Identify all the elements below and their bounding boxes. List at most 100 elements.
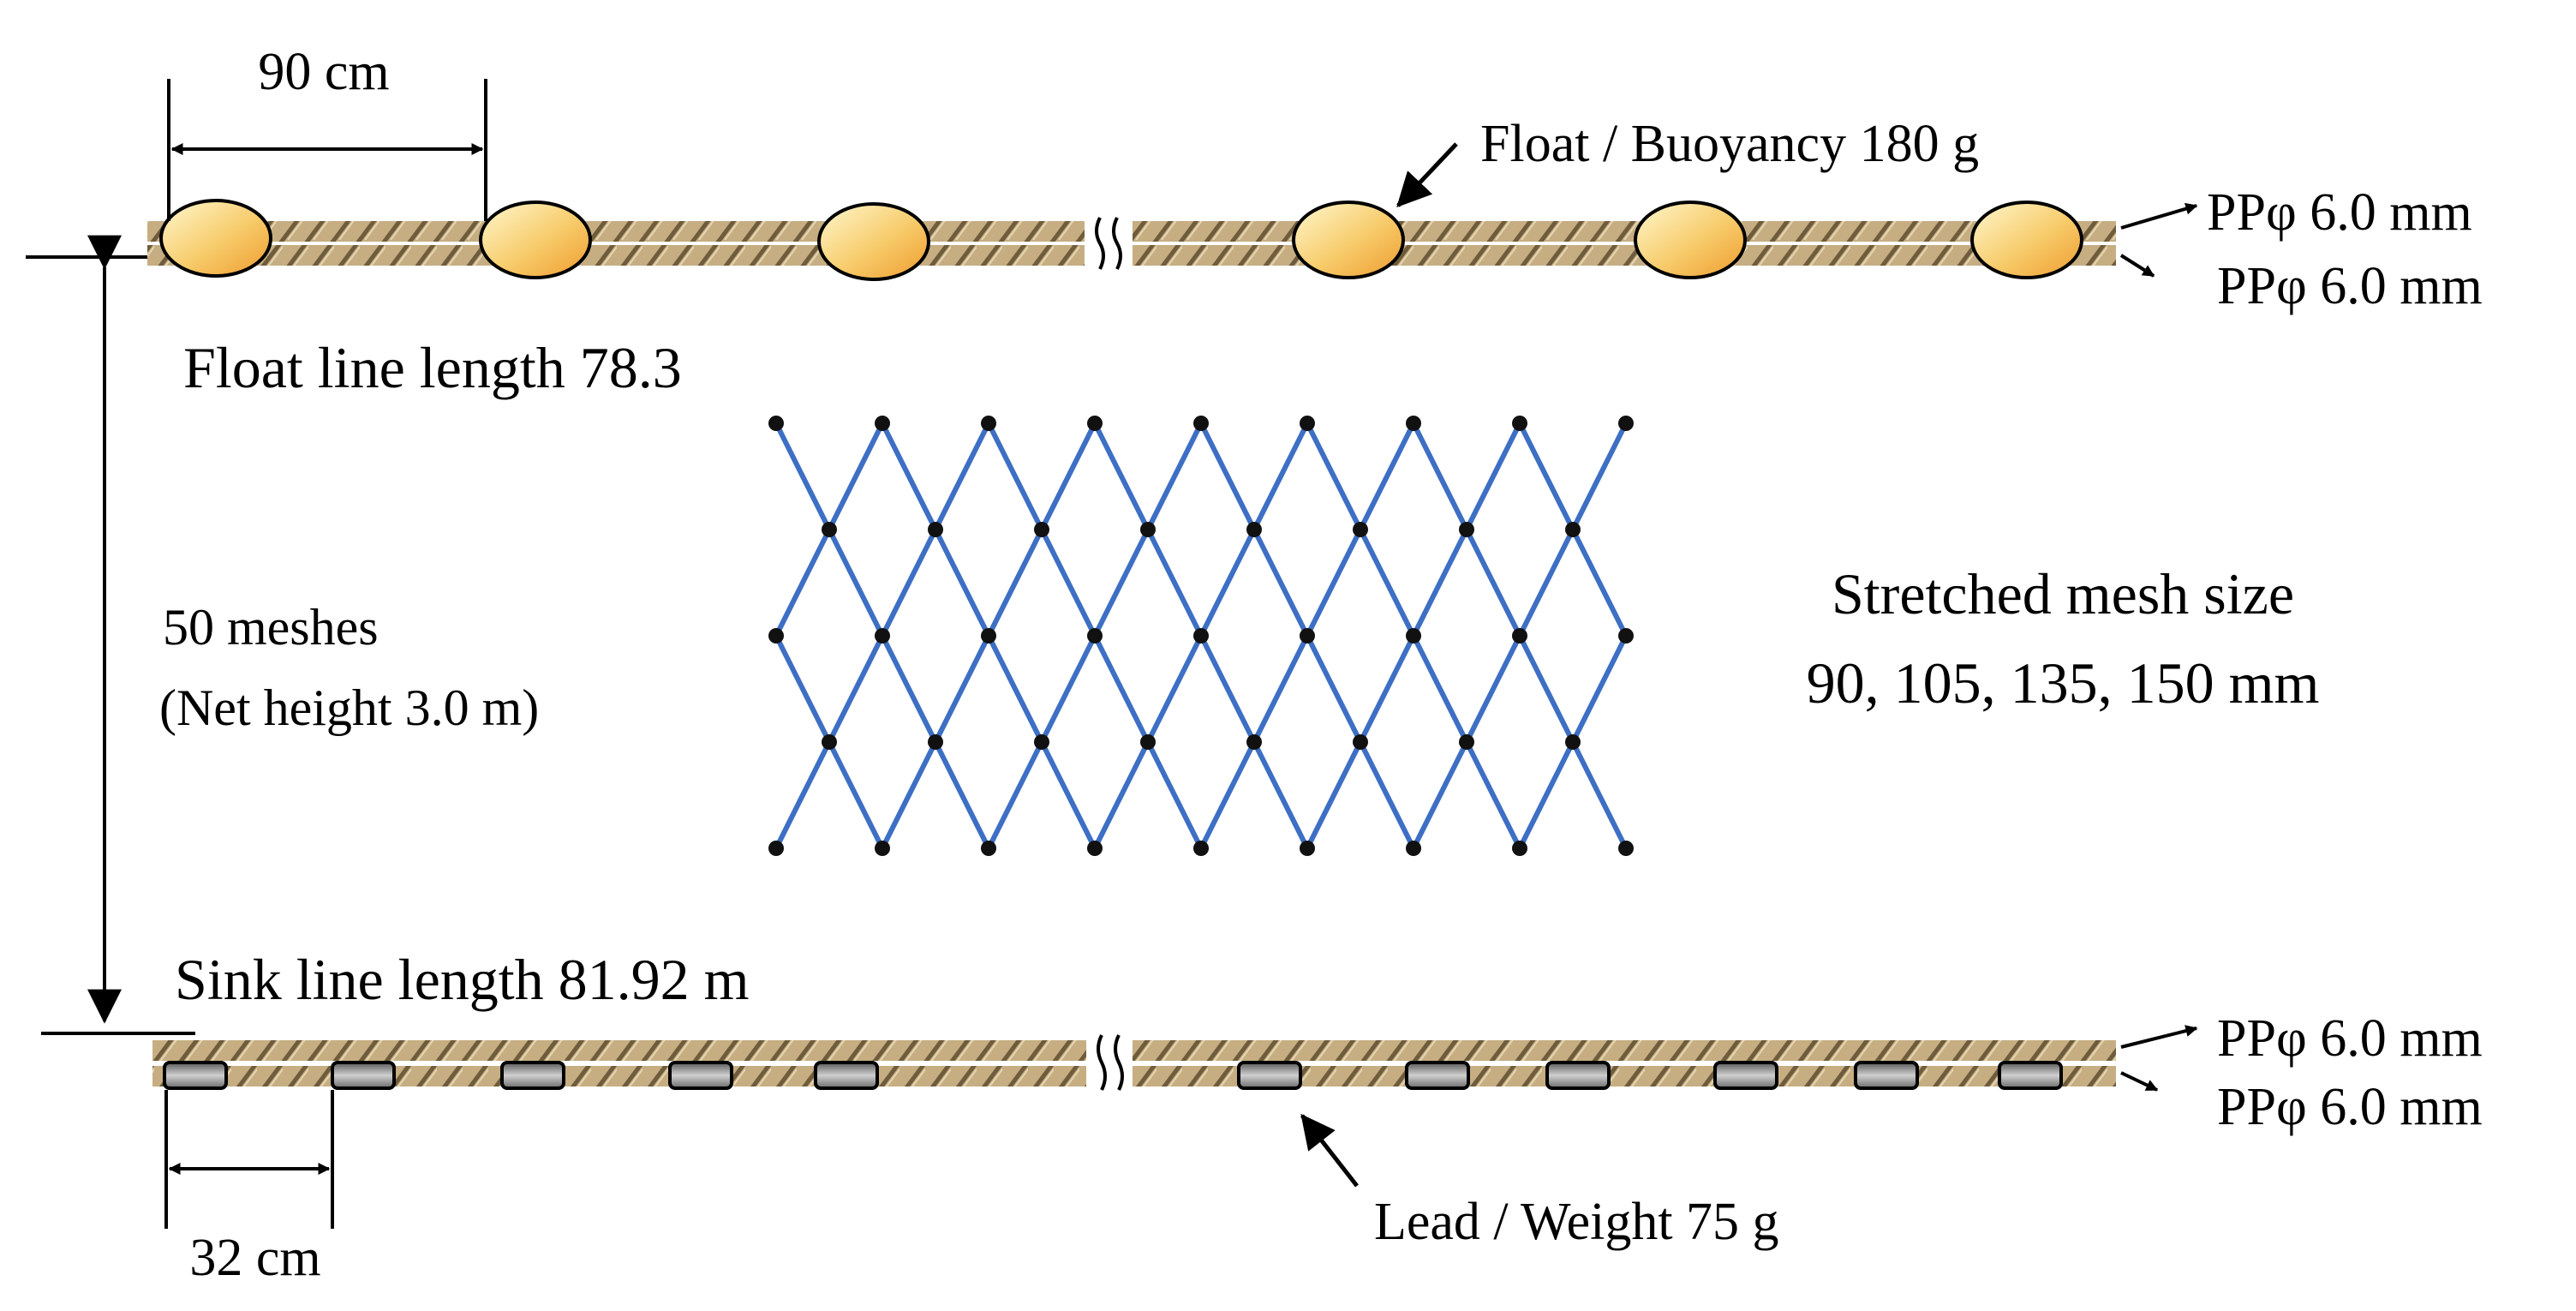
mesh-knot bbox=[1034, 522, 1049, 537]
mesh-twine bbox=[1517, 740, 1575, 850]
mesh-knot bbox=[1034, 734, 1049, 750]
mesh-knot bbox=[1459, 522, 1474, 537]
mesh-knot bbox=[1618, 628, 1634, 644]
mesh-knot bbox=[1512, 416, 1527, 431]
mesh-twine bbox=[1145, 528, 1204, 638]
lead-icon bbox=[1713, 1061, 1778, 1090]
mesh-knot bbox=[1353, 522, 1368, 537]
mesh-twine bbox=[1305, 740, 1363, 850]
mesh-twine bbox=[1464, 740, 1522, 850]
mesh-knot bbox=[1140, 522, 1156, 537]
lead-icon bbox=[500, 1061, 565, 1090]
mesh-twine bbox=[1570, 634, 1629, 744]
mesh-twine bbox=[1358, 740, 1416, 850]
mesh-size-title: Stretched mesh size bbox=[1832, 561, 2294, 626]
mesh-twine bbox=[1570, 422, 1629, 531]
mesh-twine bbox=[1252, 422, 1310, 531]
float-icon bbox=[1292, 201, 1405, 279]
sink-rope-lower bbox=[152, 1066, 1086, 1087]
mesh-knot bbox=[1193, 628, 1209, 644]
mesh-knot bbox=[1353, 734, 1368, 750]
mesh-knot bbox=[822, 734, 837, 750]
mesh-twine bbox=[1198, 422, 1257, 531]
mesh-twine bbox=[933, 634, 991, 744]
mesh-twine bbox=[880, 740, 938, 850]
mesh-twine bbox=[986, 634, 1044, 744]
mesh-twine bbox=[880, 422, 938, 531]
mesh-twine bbox=[1570, 740, 1629, 850]
mesh-twine bbox=[827, 740, 885, 850]
float-icon bbox=[817, 202, 930, 281]
mesh-twine bbox=[1464, 422, 1522, 531]
net-mesh bbox=[768, 416, 1634, 856]
mesh-twine bbox=[1517, 634, 1575, 744]
mesh-twine bbox=[1411, 528, 1469, 638]
float-line-top-arrow bbox=[2120, 202, 2198, 230]
mesh-knot bbox=[981, 841, 996, 856]
float-rope-lower-right bbox=[1133, 245, 2116, 266]
mesh-twine bbox=[1039, 634, 1097, 744]
lead-icon bbox=[814, 1061, 879, 1090]
mesh-twine bbox=[1039, 422, 1097, 531]
mesh-twine bbox=[880, 634, 938, 744]
mesh-knot bbox=[1087, 416, 1103, 431]
lead-icon bbox=[1405, 1061, 1470, 1090]
mesh-knot bbox=[1618, 841, 1634, 856]
mesh-twine bbox=[1517, 528, 1575, 638]
sink-rope-upper-right bbox=[1133, 1040, 2116, 1061]
mesh-knot bbox=[768, 628, 784, 644]
lead-callout-label: Lead / Weight 75 g bbox=[1374, 1193, 1779, 1251]
mesh-twine bbox=[1358, 634, 1416, 744]
mesh-twine bbox=[1570, 528, 1629, 638]
mesh-twine bbox=[1517, 422, 1575, 531]
sink-line-bottom-spec: PPφ 6.0 mm bbox=[2217, 1078, 2483, 1136]
mesh-twine bbox=[1198, 740, 1257, 850]
sink-line-break-icon bbox=[1097, 1034, 1124, 1091]
mesh-twine bbox=[1092, 422, 1151, 531]
float-line-bottom-spec: PPφ 6.0 mm bbox=[2217, 257, 2483, 315]
mesh-twine bbox=[986, 528, 1044, 638]
mesh-twine bbox=[986, 740, 1044, 850]
mesh-twine bbox=[1358, 528, 1416, 638]
mesh-knot bbox=[1512, 841, 1527, 856]
mesh-knot bbox=[1246, 734, 1262, 750]
mesh-twine bbox=[1039, 528, 1097, 638]
mesh-knot bbox=[768, 841, 784, 856]
mesh-knot bbox=[928, 522, 943, 537]
mesh-size-values: 90, 105, 135, 150 mm bbox=[1807, 650, 2320, 715]
sink-line-length-label: Sink line length 81.92 m bbox=[175, 947, 750, 1012]
mesh-knot bbox=[1618, 416, 1634, 431]
leads bbox=[163, 1061, 2063, 1090]
mesh-twine bbox=[1039, 740, 1097, 850]
mesh-knot bbox=[1193, 416, 1209, 431]
mesh-knot bbox=[1300, 416, 1315, 431]
mesh-twine bbox=[986, 422, 1044, 531]
lead-icon bbox=[1237, 1061, 1302, 1090]
lead-icon bbox=[1545, 1061, 1611, 1090]
mesh-twine bbox=[1198, 634, 1257, 744]
mesh-knot bbox=[928, 734, 943, 750]
mesh-twine bbox=[1358, 422, 1416, 531]
lead-icon bbox=[1998, 1061, 2063, 1090]
mesh-knot bbox=[875, 416, 890, 431]
mesh-twine bbox=[1411, 422, 1469, 531]
float-line bbox=[26, 199, 2116, 281]
mesh-twine bbox=[1145, 422, 1204, 531]
float-rope-upper-right bbox=[1133, 221, 2116, 242]
mesh-twine bbox=[774, 528, 832, 638]
mesh-twine bbox=[774, 422, 832, 531]
float-icon bbox=[479, 201, 592, 279]
mesh-twine bbox=[1464, 528, 1522, 638]
mesh-twine bbox=[1145, 740, 1204, 850]
mesh-twine bbox=[827, 528, 885, 638]
mesh-knot bbox=[822, 522, 837, 537]
mesh-twine bbox=[880, 528, 938, 638]
float-line-break-icon bbox=[1095, 217, 1122, 270]
mesh-knot bbox=[1565, 522, 1581, 537]
mesh-knot bbox=[1406, 841, 1421, 856]
meshes-label: 50 meshes bbox=[163, 599, 379, 656]
lead-icon bbox=[163, 1061, 228, 1090]
mesh-twine bbox=[1252, 528, 1310, 638]
mesh-knot bbox=[1512, 628, 1527, 644]
